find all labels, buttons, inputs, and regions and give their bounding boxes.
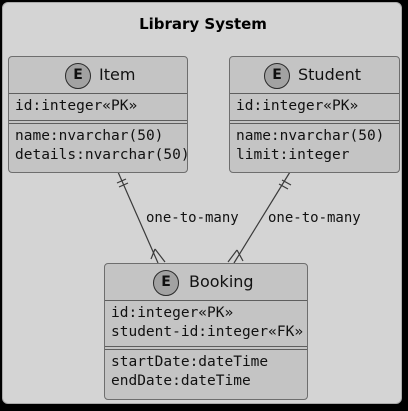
one-marker-tick <box>278 183 289 190</box>
header-divider <box>105 300 307 301</box>
key-field: id:integer«PK» <box>111 305 234 321</box>
key-fields: id:integer«PK» student-id:integer«FK» <box>105 301 307 346</box>
many-marker-leg <box>150 248 156 260</box>
attribute-field: details:nvarchar(50) <box>15 147 190 163</box>
one-marker-tick <box>118 182 129 188</box>
key-field: student-id:integer«FK» <box>111 324 304 340</box>
attribute-field: limit:integer <box>236 147 350 163</box>
key-divider <box>230 120 399 124</box>
entity-header: E Student <box>230 57 399 93</box>
entity-item[interactable]: E Item id:integer«PK» name:nvarchar(50) … <box>8 56 190 173</box>
header-divider <box>230 93 399 94</box>
entity-student[interactable]: E Student id:integer«PK» name:nvarchar(5… <box>229 56 400 173</box>
diagram-title: Library System <box>139 15 267 33</box>
attribute-field: name:nvarchar(50) <box>236 128 385 144</box>
key-field: id:integer«PK» <box>236 98 359 114</box>
entity-badge-icon: E <box>264 63 290 89</box>
relation-line <box>233 171 291 264</box>
key-divider <box>105 346 307 350</box>
entity-badge-icon: E <box>153 270 179 296</box>
key-field: id:integer«PK» <box>15 98 138 114</box>
entity-name: Item <box>99 65 136 84</box>
many-marker-leg <box>236 249 244 262</box>
attribute-fields: name:nvarchar(50) limit:integer <box>230 124 399 169</box>
relation-student-booking <box>227 171 292 264</box>
relation-label-student-booking: one-to-many <box>268 210 361 226</box>
one-marker-tick <box>116 178 127 184</box>
relation-line <box>117 171 159 264</box>
key-fields: id:integer«PK» <box>230 94 399 120</box>
key-fields: id:integer«PK» <box>9 94 187 120</box>
relation-item-booking <box>116 171 166 264</box>
attribute-field: name:nvarchar(50) <box>15 128 164 144</box>
entity-booking[interactable]: E Booking id:integer«PK» student-id:inte… <box>104 263 308 400</box>
key-divider <box>9 120 187 124</box>
relation-label-item-booking: one-to-many <box>146 210 239 226</box>
attribute-fields: startDate:dateTime endDate:dateTime <box>105 350 307 395</box>
entity-header: E Booking <box>105 264 307 300</box>
attribute-fields: name:nvarchar(50) details:nvarchar(50) <box>9 124 190 169</box>
entity-badge-icon: E <box>65 63 91 89</box>
entity-name: Student <box>298 65 361 84</box>
attribute-field: endDate:dateTime <box>111 373 251 389</box>
one-marker-tick <box>281 179 292 186</box>
many-marker-leg <box>154 248 166 263</box>
header-divider <box>9 93 187 94</box>
attribute-field: startDate:dateTime <box>111 354 269 370</box>
entity-name: Booking <box>189 272 254 291</box>
entity-header: E Item <box>9 57 187 93</box>
many-marker-leg <box>227 249 238 263</box>
